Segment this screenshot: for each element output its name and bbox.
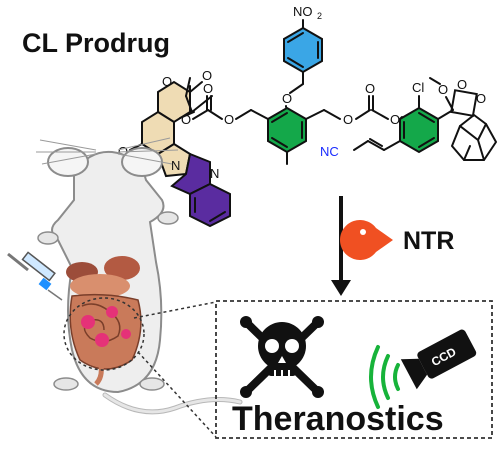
mouse-icon [36,137,243,415]
nitrobenzyl-ring [283,26,323,74]
linker-ring [267,106,307,154]
lactone-carbonyl-o: O [202,68,212,83]
dioxetane-o2: O [476,91,486,106]
nitro-label: NO [293,4,313,19]
chemical-structure: NO 2 O O O O O O O [118,4,497,228]
carbonate-right-o3: O [390,112,400,127]
carbonate-right-o2: O [365,81,375,96]
quinoline-n: N [210,166,219,181]
tumor-icon [81,306,131,347]
pacman-enzyme-icon [340,220,393,260]
skull-crossbones-icon [240,316,324,398]
lactone-o-ring: O [162,74,172,89]
dioxetane-phenyl-ring [399,106,439,154]
pyrrole-ring [156,142,192,178]
zoom-line-top [133,301,217,319]
methoxy-oxygen: O [438,82,448,97]
carbonate-left-o2: O [203,81,213,96]
zoom-line-bottom [137,351,217,438]
dioxetane-o1: O [457,77,467,92]
syringe-icon [7,251,63,301]
carbonate-left-o1: O [224,112,234,127]
carbonate-right-o1: O [343,112,353,127]
carbonate-left-o3: O [181,112,191,127]
ccd-camera-icon: CCD [400,329,477,390]
zoom-region-ellipse [63,297,145,371]
chloro-label: Cl [412,80,424,95]
outcome-label: Theranostics [232,400,444,438]
signal-waves-icon [369,345,400,409]
pyrrole-n: N [171,158,180,173]
nitro-subscript: 2 [317,11,322,21]
nitrile-label: NC [320,144,339,159]
ether-oxygen-label: O [282,91,292,106]
enzyme-label: NTR [403,227,454,255]
theranostics-box [215,300,493,439]
title-text: CL Prodrug [22,28,170,58]
